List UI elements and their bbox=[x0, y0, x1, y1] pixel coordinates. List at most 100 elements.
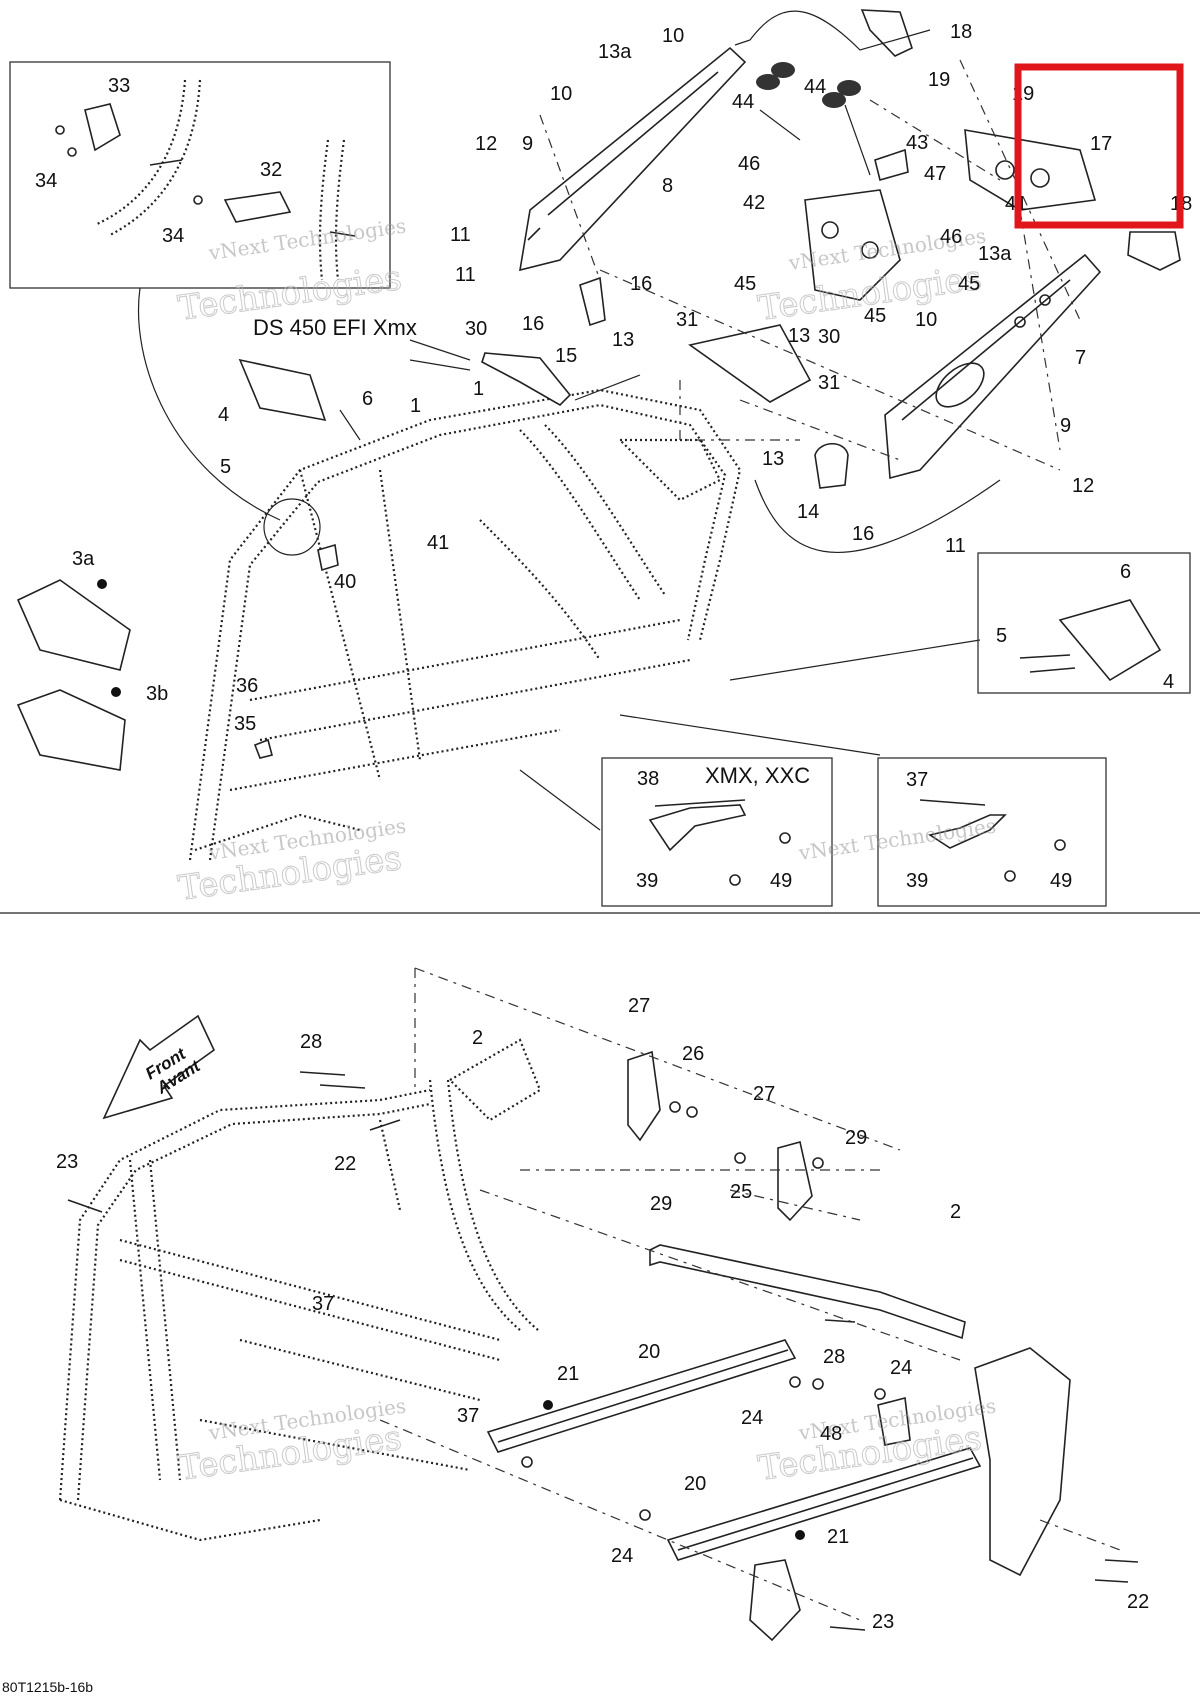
model-label-ds450: DS 450 EFI Xmx bbox=[253, 315, 417, 340]
callout-top-8: 9 bbox=[522, 133, 533, 155]
callout-top-39: 10 bbox=[915, 309, 937, 331]
callout-top-64: 39 bbox=[906, 870, 928, 892]
callout-top-15: 13 bbox=[612, 329, 634, 351]
main-frame-bottom bbox=[58, 1038, 542, 1542]
callout-top-13: 16 bbox=[522, 313, 544, 335]
grommet-44a bbox=[771, 62, 795, 78]
footpeg-4-left bbox=[238, 358, 327, 422]
callout-top-33: 30 bbox=[465, 318, 487, 340]
callout-top-58: 5 bbox=[996, 625, 1007, 647]
callout-top-31: 45 bbox=[958, 273, 980, 295]
callout-top-18: 44 bbox=[804, 76, 826, 98]
support-39-std bbox=[927, 814, 1007, 849]
support-39-xmx bbox=[648, 804, 747, 852]
callout-top-30: 45 bbox=[734, 273, 756, 295]
callout-bottom-19: 20 bbox=[684, 1473, 706, 1495]
callout-top-4: 10 bbox=[662, 25, 684, 47]
bracket-17 bbox=[964, 129, 1097, 211]
callout-top-49: 4 bbox=[218, 404, 229, 426]
callout-bottom-3: 23 bbox=[56, 1151, 78, 1173]
callout-bottom-1: 2 bbox=[472, 1027, 483, 1049]
callout-top-3: 34 bbox=[162, 225, 184, 247]
xmx-xxc-inset-frame bbox=[601, 757, 833, 907]
callout-top-53: 3a bbox=[72, 548, 95, 570]
callout-top-55: 36 bbox=[236, 675, 258, 697]
inset-frame-tube-right bbox=[318, 139, 330, 281]
bracket-18-top bbox=[860, 9, 913, 57]
callout-bottom-7: 29 bbox=[845, 1127, 867, 1149]
model-label-xmx-xxc: XMX, XXC bbox=[705, 763, 810, 788]
callout-top-36: 30 bbox=[818, 326, 840, 348]
callout-bottom-4: 27 bbox=[628, 995, 650, 1017]
main-frame-top bbox=[188, 388, 742, 861]
callout-top-29: 13a bbox=[978, 243, 1012, 265]
callout-bottom-22: 23 bbox=[872, 1611, 894, 1633]
bracket-40 bbox=[317, 543, 339, 572]
callout-bottom-13: 37 bbox=[457, 1405, 479, 1427]
callout-top-10: 11 bbox=[450, 224, 471, 246]
standard-inset-frame bbox=[877, 757, 1107, 907]
bracket-15 bbox=[579, 276, 606, 327]
callout-top-51: 41 bbox=[427, 532, 449, 554]
callout-top-28: 46 bbox=[940, 226, 962, 248]
callout-bottom-10: 2 bbox=[950, 1201, 961, 1223]
callout-top-40: 9 bbox=[1060, 415, 1071, 437]
frame-beam-7 bbox=[884, 253, 1102, 480]
callout-bottom-14: 20 bbox=[638, 1341, 660, 1363]
callout-top-37: 31 bbox=[818, 372, 840, 394]
callout-top-22: 47 bbox=[924, 163, 946, 185]
callout-top-57: 6 bbox=[1120, 561, 1131, 583]
detail-inset-frame bbox=[9, 61, 391, 289]
bracket-35 bbox=[253, 738, 273, 759]
callout-top-32: 45 bbox=[864, 305, 886, 327]
callout-top-0: 33 bbox=[108, 75, 130, 97]
callout-top-20: 42 bbox=[743, 192, 765, 214]
highlight-box bbox=[1014, 63, 1184, 229]
callout-top-42: 13 bbox=[762, 448, 784, 470]
callout-bottom-0: 28 bbox=[300, 1031, 322, 1053]
callout-top-17: 44 bbox=[732, 91, 754, 113]
callout-top-41: 12 bbox=[1072, 475, 1094, 497]
front-direction-arrow: Front Avant bbox=[102, 1014, 216, 1120]
inset-frame-tube-left bbox=[94, 79, 187, 227]
callout-top-46: 1 bbox=[473, 378, 484, 400]
callout-top-5: 13a bbox=[598, 41, 632, 63]
bracket-33 bbox=[84, 103, 121, 152]
svg-text:vNext Technologies: vNext Technologies bbox=[796, 814, 997, 866]
callout-top-54: 3b bbox=[146, 683, 168, 705]
bracket-42 bbox=[804, 189, 901, 301]
callout-top-9: 8 bbox=[662, 175, 673, 197]
callout-bottom-9: 25 bbox=[730, 1181, 752, 1203]
callout-top-16: 18 bbox=[950, 21, 972, 43]
callout-bottom-11: 37 bbox=[312, 1293, 334, 1315]
callout-top-60: 38 bbox=[637, 768, 659, 790]
bar-30-ds450 bbox=[481, 352, 572, 406]
callout-bottom-12: 28 bbox=[823, 1346, 845, 1368]
frame-beam-8 bbox=[519, 46, 747, 272]
figure-code: 80T1215b-16b bbox=[2, 1679, 93, 1695]
callout-top-59: 4 bbox=[1163, 671, 1174, 693]
callout-bottom-2: 22 bbox=[334, 1153, 356, 1175]
bracket-25 bbox=[777, 1141, 813, 1222]
heel-guard-3b bbox=[16, 689, 126, 771]
callout-top-6: 10 bbox=[550, 83, 572, 105]
callout-top-7: 12 bbox=[475, 133, 497, 155]
callout-top-52: 40 bbox=[334, 571, 356, 593]
callout-top-34: 31 bbox=[676, 309, 698, 331]
callout-top-12: 16 bbox=[630, 273, 652, 295]
grommet-44b bbox=[837, 80, 861, 96]
callout-top-44: 16 bbox=[852, 523, 874, 545]
bracket-18-right bbox=[1127, 231, 1181, 271]
callout-top-38: 7 bbox=[1075, 347, 1086, 369]
callout-top-62: 49 bbox=[770, 870, 792, 892]
callout-top-63: 37 bbox=[906, 769, 928, 791]
callout-top-65: 49 bbox=[1050, 870, 1072, 892]
callout-top-47: 1 bbox=[410, 395, 421, 417]
detail-callout-circle bbox=[263, 498, 321, 556]
bushing-14 bbox=[814, 442, 849, 489]
callout-top-45: 11 bbox=[945, 535, 966, 557]
callout-top-48: 6 bbox=[362, 388, 373, 410]
